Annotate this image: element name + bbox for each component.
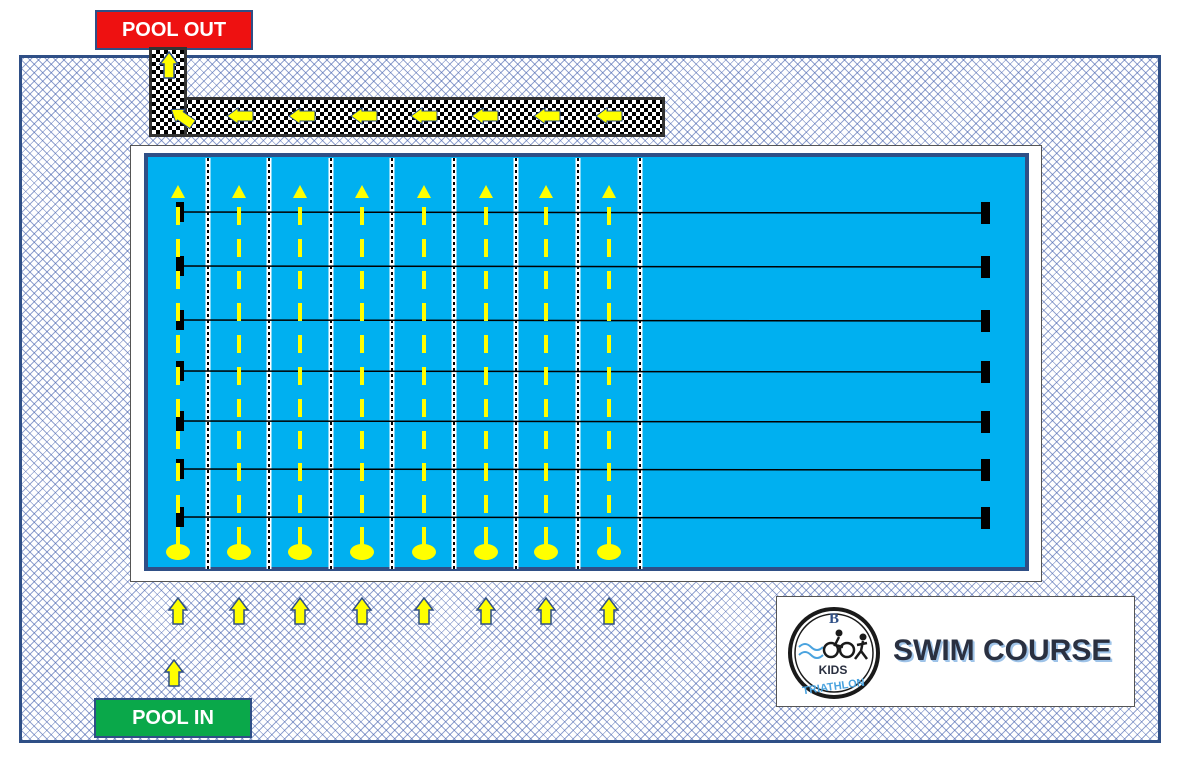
swim-direction-arrow-icon: [602, 185, 616, 198]
swim-start-marker: [597, 544, 621, 560]
runner-icon: [859, 633, 867, 641]
cross-rope: [179, 319, 986, 322]
exit-arrow-icon: [226, 107, 254, 125]
entry-arrow-icon: [535, 596, 557, 625]
entry-arrow-icon: [413, 596, 435, 625]
swim-start-marker: [474, 544, 498, 560]
pool-in-label: POOL IN: [94, 698, 252, 738]
rope-anchor-right: [981, 256, 990, 278]
cross-rope: [179, 420, 986, 423]
exit-arrow-icon: [533, 107, 561, 125]
rope-anchor-right: [981, 507, 990, 529]
entry-arrow-icon: [163, 658, 185, 687]
exit-arrow-icon: [595, 107, 623, 125]
logo-letter: B: [829, 611, 839, 627]
rope-anchor-right: [981, 202, 990, 224]
swim-direction-arrow-icon: [355, 185, 369, 198]
rope-anchor-left: [176, 507, 184, 527]
swim-direction-arrow-icon: [417, 185, 431, 198]
bike-wheel-icon: [822, 641, 840, 659]
exit-arrow-icon: [170, 108, 197, 130]
entry-arrow-icon: [598, 596, 620, 625]
exit-arrow-icon: [288, 107, 316, 125]
swim-start-marker: [227, 544, 251, 560]
cross-rope: [179, 468, 986, 471]
swim-direction-arrow-icon: [232, 185, 246, 198]
exit-arrow-icon: [410, 107, 438, 125]
swim-start-marker: [412, 544, 436, 560]
rope-anchor-right: [981, 310, 990, 332]
logo-word-kids: KIDS: [819, 663, 848, 677]
bike-wheel-icon: [838, 641, 856, 659]
cross-rope: [179, 370, 986, 373]
kids-triathlon-logo: B KIDS TRIATHLON: [788, 607, 880, 699]
exit-arrow-icon: [350, 107, 378, 125]
cross-rope: [179, 516, 986, 519]
entry-arrow-icon: [228, 596, 250, 625]
cross-ropes: [176, 202, 990, 529]
rope-anchor-right: [981, 459, 990, 481]
rope-anchor-left: [176, 256, 184, 276]
swim-start-marker: [166, 544, 190, 560]
rope-anchor-right: [981, 361, 990, 383]
entry-arrow-icon: [167, 596, 189, 625]
swim-start-marker: [288, 544, 312, 560]
swim-direction-arrow-icon: [171, 185, 185, 198]
cross-rope: [179, 211, 986, 214]
course-title: SWIM COURSE: [893, 634, 1112, 667]
exit-arrows: [158, 50, 623, 130]
lane-lines: [205, 158, 643, 569]
exit-arrow-icon: [158, 50, 180, 79]
entry-arrow-icon: [351, 596, 373, 625]
logo-card: B KIDS TRIATHLON: [776, 596, 1135, 707]
cross-rope: [179, 265, 986, 268]
swim-start-marker: [350, 544, 374, 560]
swim-start-marker: [534, 544, 558, 560]
pool-water: [144, 153, 1029, 571]
swim-direction-arrow-icon: [293, 185, 307, 198]
swim-direction-arrow-icon: [539, 185, 553, 198]
entry-arrow-icon: [289, 596, 311, 625]
rope-anchor-left: [176, 411, 184, 431]
exit-arrow-icon: [471, 107, 499, 125]
swim-paths: [166, 185, 621, 560]
entry-arrow-icon: [475, 596, 497, 625]
entry-arrows: [163, 596, 620, 687]
rope-anchor-right: [981, 411, 990, 433]
swim-direction-arrow-icon: [479, 185, 493, 198]
